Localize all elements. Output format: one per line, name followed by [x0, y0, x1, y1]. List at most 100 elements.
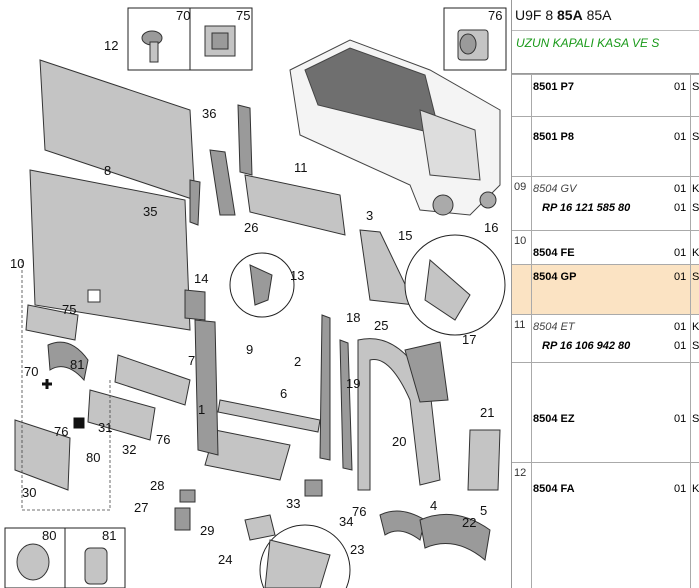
callout-2: 2	[294, 354, 301, 369]
callout-11: 11	[294, 160, 308, 175]
panel-21	[467, 429, 501, 491]
callout-23: 23	[350, 542, 364, 557]
side-panel-8	[29, 169, 191, 331]
callout-76: 76	[352, 504, 366, 519]
panel-30	[14, 419, 71, 491]
header-model: U9F 8	[515, 7, 558, 23]
row-flag: K	[690, 177, 699, 211]
pillar-36	[237, 104, 253, 176]
row-index: 12	[512, 463, 532, 588]
panel-11	[244, 174, 346, 236]
callout-21: 21	[480, 405, 494, 420]
parts-list-panel: U9F 8 85A 85A UZUN KAPALI KASA VE S 8501…	[511, 0, 699, 588]
callout-28: 28	[150, 478, 164, 493]
callout-24: 24	[218, 552, 232, 567]
row-index: 11	[512, 315, 532, 343]
row-index	[512, 334, 532, 362]
callout-4: 4	[430, 498, 437, 513]
callout-3: 3	[366, 208, 373, 223]
callout-36: 36	[202, 106, 216, 121]
callout-5: 5	[480, 503, 487, 518]
part-17	[404, 341, 449, 403]
row-flag: S	[690, 196, 699, 230]
part-number: 8504 FE	[533, 247, 575, 259]
quantity: 01	[674, 81, 687, 93]
part-number: 8504 EZ	[533, 413, 575, 425]
callout-76: 76	[156, 432, 170, 447]
callout-17: 17	[462, 332, 476, 347]
callout-80: 80	[42, 528, 56, 543]
callout-18: 18	[346, 310, 360, 325]
clip-28	[179, 489, 196, 503]
quantity: 01	[674, 413, 687, 425]
panel-32	[87, 389, 156, 441]
callout-34: 34	[339, 514, 353, 529]
part-number: RP 16 121 585 80	[542, 202, 631, 214]
quantity: 01	[674, 247, 687, 259]
callout-81: 81	[102, 528, 116, 543]
row-index: 10	[512, 231, 532, 265]
row-flag: S	[690, 334, 699, 362]
callout-20: 20	[392, 434, 406, 449]
rail-6	[217, 399, 321, 433]
callout-9: 9	[246, 342, 253, 357]
part-13	[249, 264, 273, 306]
strip-2	[319, 314, 331, 461]
callout-27: 27	[134, 500, 148, 515]
sill-7	[114, 354, 191, 406]
callout-32: 32	[122, 442, 136, 457]
part-number: 8504 ET	[533, 321, 575, 333]
plug-81-icon	[84, 547, 108, 585]
quantity: 01	[674, 202, 687, 214]
part-number: 8504 GV	[533, 183, 577, 195]
callout-31: 31	[98, 420, 112, 435]
callout-6: 6	[280, 386, 287, 401]
row-index	[512, 117, 532, 177]
part-number: 8501 P7	[533, 81, 574, 93]
panel-header: U9F 8 85A 85A	[512, 0, 699, 31]
callout-75: 75	[236, 8, 250, 23]
row-flag: S	[690, 265, 699, 315]
callout-15: 15	[398, 228, 412, 243]
row-flag: K	[690, 315, 699, 343]
clip-75-icon	[204, 25, 236, 57]
pillar-9	[194, 319, 219, 456]
callout-80: 80	[86, 450, 100, 465]
callout-76: 76	[54, 424, 68, 439]
arch-5	[419, 513, 491, 561]
plate-29	[244, 514, 276, 541]
callout-12: 12	[104, 38, 118, 53]
row-index	[512, 363, 532, 463]
bracket-27	[174, 507, 191, 531]
bracket-35	[189, 179, 201, 226]
callout-35: 35	[143, 204, 157, 219]
row-flag: S	[690, 117, 699, 177]
part-number: 8504 FA	[533, 483, 575, 495]
arch-81	[47, 341, 89, 382]
callout-8: 8	[104, 163, 111, 178]
marker-31-square	[73, 417, 85, 429]
callout-76: 76	[488, 8, 502, 23]
callout-16: 16	[484, 220, 498, 235]
callout-22: 22	[462, 515, 476, 530]
clip-34	[304, 479, 323, 497]
callout-13: 13	[290, 268, 304, 283]
part-number: 8504 GP	[533, 271, 577, 283]
callout-70: 70	[24, 364, 38, 379]
floor-1	[204, 429, 291, 481]
callout-1: 1	[198, 402, 205, 417]
quantity: 01	[674, 483, 687, 495]
van-illustration	[289, 39, 501, 216]
